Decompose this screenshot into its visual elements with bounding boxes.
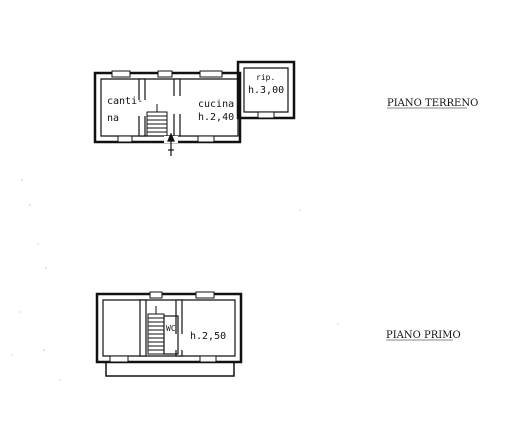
- wc-room-outline: [163, 315, 179, 355]
- cantina-door-gap: [138, 100, 146, 116]
- first-floor-inner-wall: [102, 299, 236, 357]
- ripostiglio-outer-wall: [236, 60, 296, 120]
- cucina-label: cucina: [198, 99, 234, 110]
- cantina-label-bottom: na: [107, 113, 119, 124]
- first-floor-windows: [109, 291, 217, 363]
- ground-floor-outer-wall: [93, 71, 242, 144]
- first-floor-right-partition: [175, 299, 183, 357]
- first-floor-title: PIANO PRIMO: [386, 330, 461, 341]
- entrance-arrow-icon: [167, 132, 175, 156]
- stair-door-gap: [173, 96, 181, 114]
- cantina-label-top: canti-: [107, 96, 143, 107]
- first-floor-height-label: h.2,50: [190, 331, 226, 342]
- first-floor-plan: WC h.2,50: [95, 291, 243, 377]
- ground-floor-inner-wall: [100, 78, 239, 137]
- first-floor-door-gap: [175, 334, 183, 350]
- first-floor-staircase: [147, 306, 165, 355]
- first-floor-outer-wall: [95, 292, 243, 364]
- wc-label: WC: [166, 324, 176, 333]
- ripostiglio-height-label: h.3,00: [248, 85, 284, 96]
- ripostiglio-inner-wall: [243, 67, 289, 113]
- ripostiglio-label: rip.: [256, 73, 275, 82]
- scan-specks: [11, 179, 339, 381]
- first-floor-eave: [105, 362, 235, 377]
- cucina-height-label: h.2,40: [198, 112, 234, 123]
- ground-floor-windows: [111, 70, 275, 143]
- first-floor-left-partition: [139, 299, 147, 357]
- ground-floor-title: PIANO TERRENO: [387, 98, 478, 109]
- ground-floor-plan: canti- na cucina h.2,40 rip. h.3,00: [93, 60, 296, 156]
- ground-floor-staircase: [146, 104, 168, 137]
